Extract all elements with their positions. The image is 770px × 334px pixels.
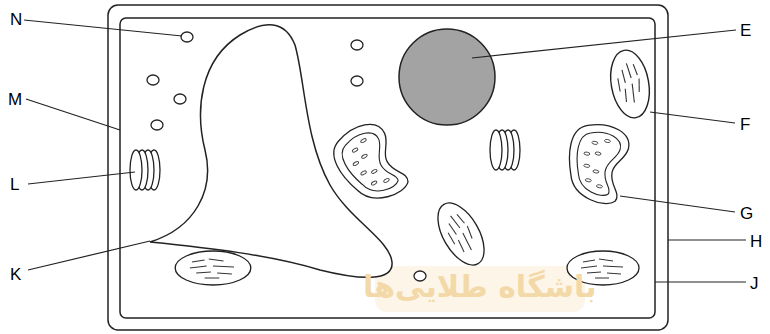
- mitochondrion: [562, 120, 632, 206]
- part-letter: J: [750, 275, 759, 292]
- chloroplast: [428, 195, 493, 272]
- part-letter: L: [10, 176, 19, 193]
- golgi-body: [490, 130, 520, 170]
- nucleus: [399, 29, 495, 125]
- leader-lines: [24, 20, 746, 282]
- part-letter: F: [740, 116, 750, 133]
- part-letter: H: [750, 233, 762, 250]
- chloroplast: [175, 251, 251, 285]
- golgi-body: [130, 150, 160, 190]
- part-letter: E: [740, 22, 751, 39]
- vesicles: [147, 32, 426, 281]
- part-letter: K: [10, 266, 21, 283]
- cell-membrane: [120, 18, 655, 318]
- part-letter: G: [740, 205, 753, 222]
- part-letter: M: [8, 91, 22, 108]
- cell-wall: [108, 5, 668, 330]
- watermark: باشگاه طلایی‌ها: [363, 272, 597, 302]
- part-letter: N: [10, 11, 22, 28]
- mitochondrion: [325, 117, 413, 213]
- chloroplast: [606, 47, 655, 121]
